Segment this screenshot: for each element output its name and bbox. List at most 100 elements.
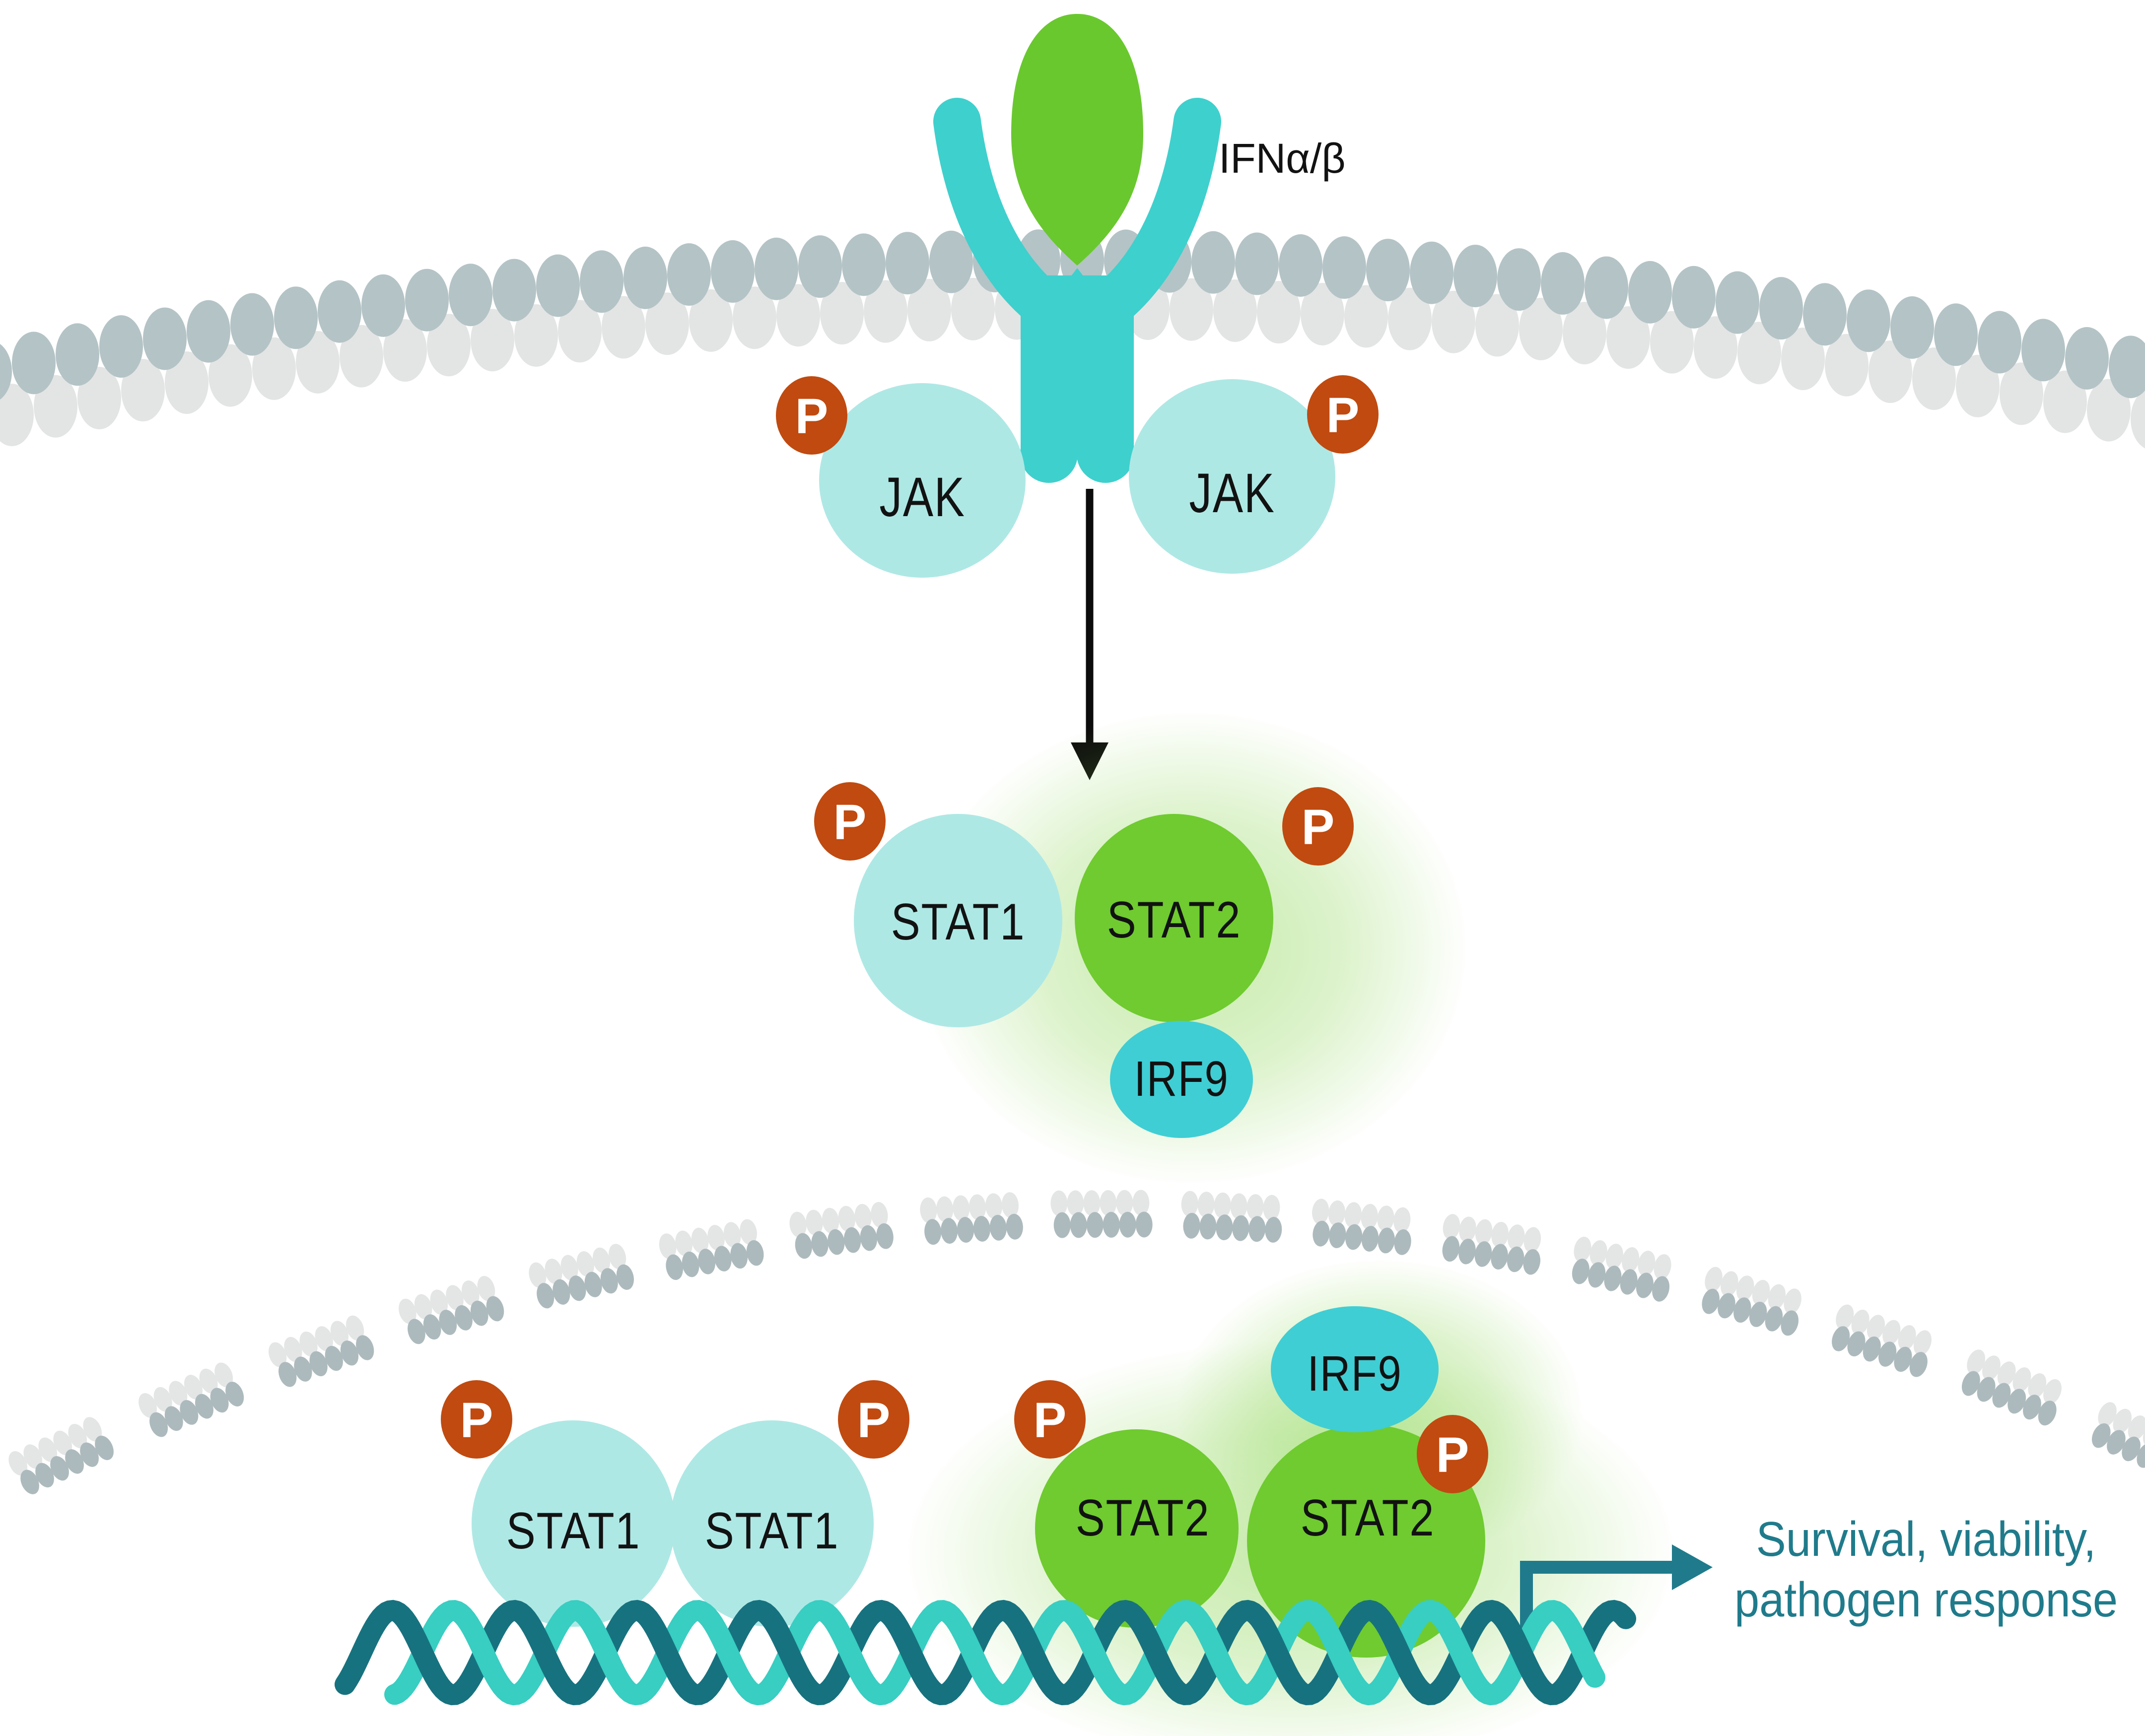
lipid-dot [2043,370,2087,433]
lipid-dot [1836,1304,1854,1330]
nuclear-membrane-dash [920,1192,1023,1245]
lipid-dot [1191,231,1235,294]
lipid-dot [545,1259,562,1284]
lipid-dot [1765,1306,1783,1332]
phosphate-icon [441,1380,512,1459]
lipid-dot [907,278,951,341]
lipid-dot [149,1412,168,1437]
lipid-dot [1067,1190,1084,1216]
lipid-dot [1867,1315,1885,1340]
lipid-dot [1135,1211,1153,1238]
lipid-dot [1491,1221,1509,1248]
lipid-dot [1572,1259,1590,1284]
lipid-dot [1183,1212,1200,1239]
lipid-dot [592,1247,611,1273]
lipid-dot [20,1469,39,1494]
lipid-dot [1890,296,1934,359]
lipid-dot [1265,1216,1282,1243]
lipid-dot [56,323,99,386]
lipid-dot [707,1225,725,1251]
lipid-dot [682,1251,699,1277]
lipid-dot [325,1345,343,1371]
lipid-dot [1170,278,1213,341]
lipid-dot [1232,1215,1249,1241]
lipid-dot [789,1211,807,1238]
lipid-dot [600,1268,618,1294]
nuclear-membrane-dash [1961,1349,2062,1426]
lipid-dot [1394,1229,1411,1255]
lipid-dot [1246,1194,1264,1220]
lipid-dot [1453,245,1497,308]
lipid-dot [1132,1190,1150,1216]
lipid-dot [208,344,252,407]
lipid-dot [1628,261,1672,324]
receptor-foot-right [1077,425,1134,483]
lipid-dot [1050,1190,1068,1216]
lipid-dot [1694,316,1737,379]
phosphate-badge-stat2: P [1282,787,1354,866]
lipid-dot [675,1230,692,1257]
stat1-left-label: STAT1 [506,1502,640,1559]
lipid-dot [2000,362,2043,425]
lipid-dot [1328,1200,1346,1226]
lipid-dot [1507,1224,1525,1250]
lipid-dot [969,1194,986,1220]
lipid-dot [1523,1249,1540,1275]
receptor-foot-left [1020,425,1078,483]
lipid-dot [414,1294,432,1320]
lipid-dot [121,359,165,422]
lipid-dot [536,254,580,317]
lipid-dot [1474,1241,1492,1267]
nuclear-membrane-dash [1702,1267,1801,1336]
lipid-dot [77,367,121,430]
lipid-dot [1781,328,1825,391]
stat1-right-label: STAT1 [705,1502,839,1559]
lipid-dot [477,1275,495,1301]
lipid-dot [492,259,536,322]
ifn-receptor: IFNα/β [933,14,1346,483]
lipid-dot [361,274,405,337]
lipid-dot [953,1195,970,1221]
nuclear-membrane-dash [1050,1190,1153,1238]
phosphate-icon [838,1380,909,1459]
lipid-dot [83,1417,102,1442]
lipid-dot [1847,1331,1866,1357]
lipid-dot [210,1388,229,1413]
lipid-dot [1459,1216,1476,1243]
phosphate-icon [776,376,847,455]
nuclear-membrane-dash [789,1202,894,1259]
lipid-dot [294,1356,312,1382]
lipid-dot [1086,1212,1104,1238]
dna-weave-segment [1240,1601,1315,1704]
nuclear-membrane-dash [1181,1191,1282,1243]
lipid-dot [698,1249,715,1274]
lipid-dot [1982,1355,2001,1381]
lipid-dot [1863,1336,1881,1362]
phosphate-badge-isgf3-right: P [1417,1415,1488,1493]
lipid-dot [340,325,383,388]
dna-weave-segment [1362,1601,1437,1704]
lipid-dot [195,1394,213,1419]
lipid-dot [666,1254,684,1280]
lipid-dot [309,1351,328,1377]
lipid-dot [68,1424,87,1449]
lipid-dot [455,1305,473,1331]
lipid-dot [1070,1212,1087,1238]
lipid-dot [795,1233,812,1259]
lipid-dot [1898,1325,1916,1350]
lipid-dot [315,1326,333,1351]
ifn-ligand-shape [1011,14,1143,266]
lipid-dot [99,315,143,378]
lipid-dot [1997,1361,2016,1387]
lipid-dot [1956,354,2000,417]
dna-weave-segment [629,1601,704,1704]
jak-right-label: JAK [1189,462,1275,524]
lipid-dot [1913,1330,1932,1355]
lipid-dot [1977,1377,1996,1402]
lipid-dot [2065,327,2109,390]
lipid-dot [1248,1216,1266,1242]
lipid-dot [1001,1192,1019,1218]
nuclear-membrane-dash [1442,1214,1541,1275]
lipid-dot [80,1442,99,1467]
lipid-dot [1992,1383,2011,1408]
